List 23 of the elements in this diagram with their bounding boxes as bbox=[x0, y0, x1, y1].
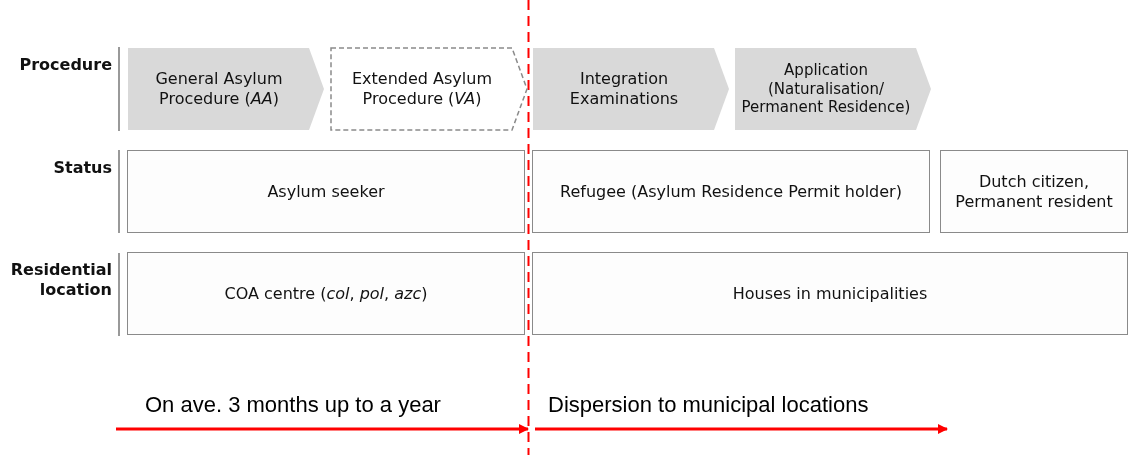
chevron-step bbox=[532, 47, 730, 131]
chevron-step bbox=[330, 47, 528, 131]
row-label: Status bbox=[52, 158, 112, 178]
timeline-label: On ave. 3 months up to a year bbox=[145, 392, 441, 418]
box-text: Houses in municipalities bbox=[732, 283, 928, 304]
box-text: Asylum seeker bbox=[267, 181, 385, 202]
timeline-label: Dispersion to municipal locations bbox=[548, 392, 869, 418]
box-text: Dutch citizen, Permanent resident bbox=[954, 171, 1114, 212]
row-label: Procedure bbox=[18, 55, 112, 75]
status-box bbox=[127, 150, 525, 233]
step-text: General Asylum Procedure (AA) bbox=[154, 69, 284, 109]
status-box bbox=[127, 252, 525, 335]
step-text: Extended Asylum Procedure (VA) bbox=[351, 69, 493, 109]
chevron-step bbox=[127, 47, 325, 131]
step-text: Application (Naturalisation/ Permanent Residence) bbox=[740, 60, 912, 118]
box-text: COA centre (col, pol, azc) bbox=[224, 283, 428, 304]
status-box bbox=[532, 252, 1128, 335]
step-text: Integration Examinations bbox=[568, 69, 680, 109]
status-box bbox=[940, 150, 1128, 233]
chevron-step bbox=[734, 47, 932, 131]
row-label: Residential location bbox=[9, 260, 112, 300]
box-text: Refugee (Asylum Residence Permit holder) bbox=[560, 181, 902, 202]
status-box bbox=[532, 150, 930, 233]
